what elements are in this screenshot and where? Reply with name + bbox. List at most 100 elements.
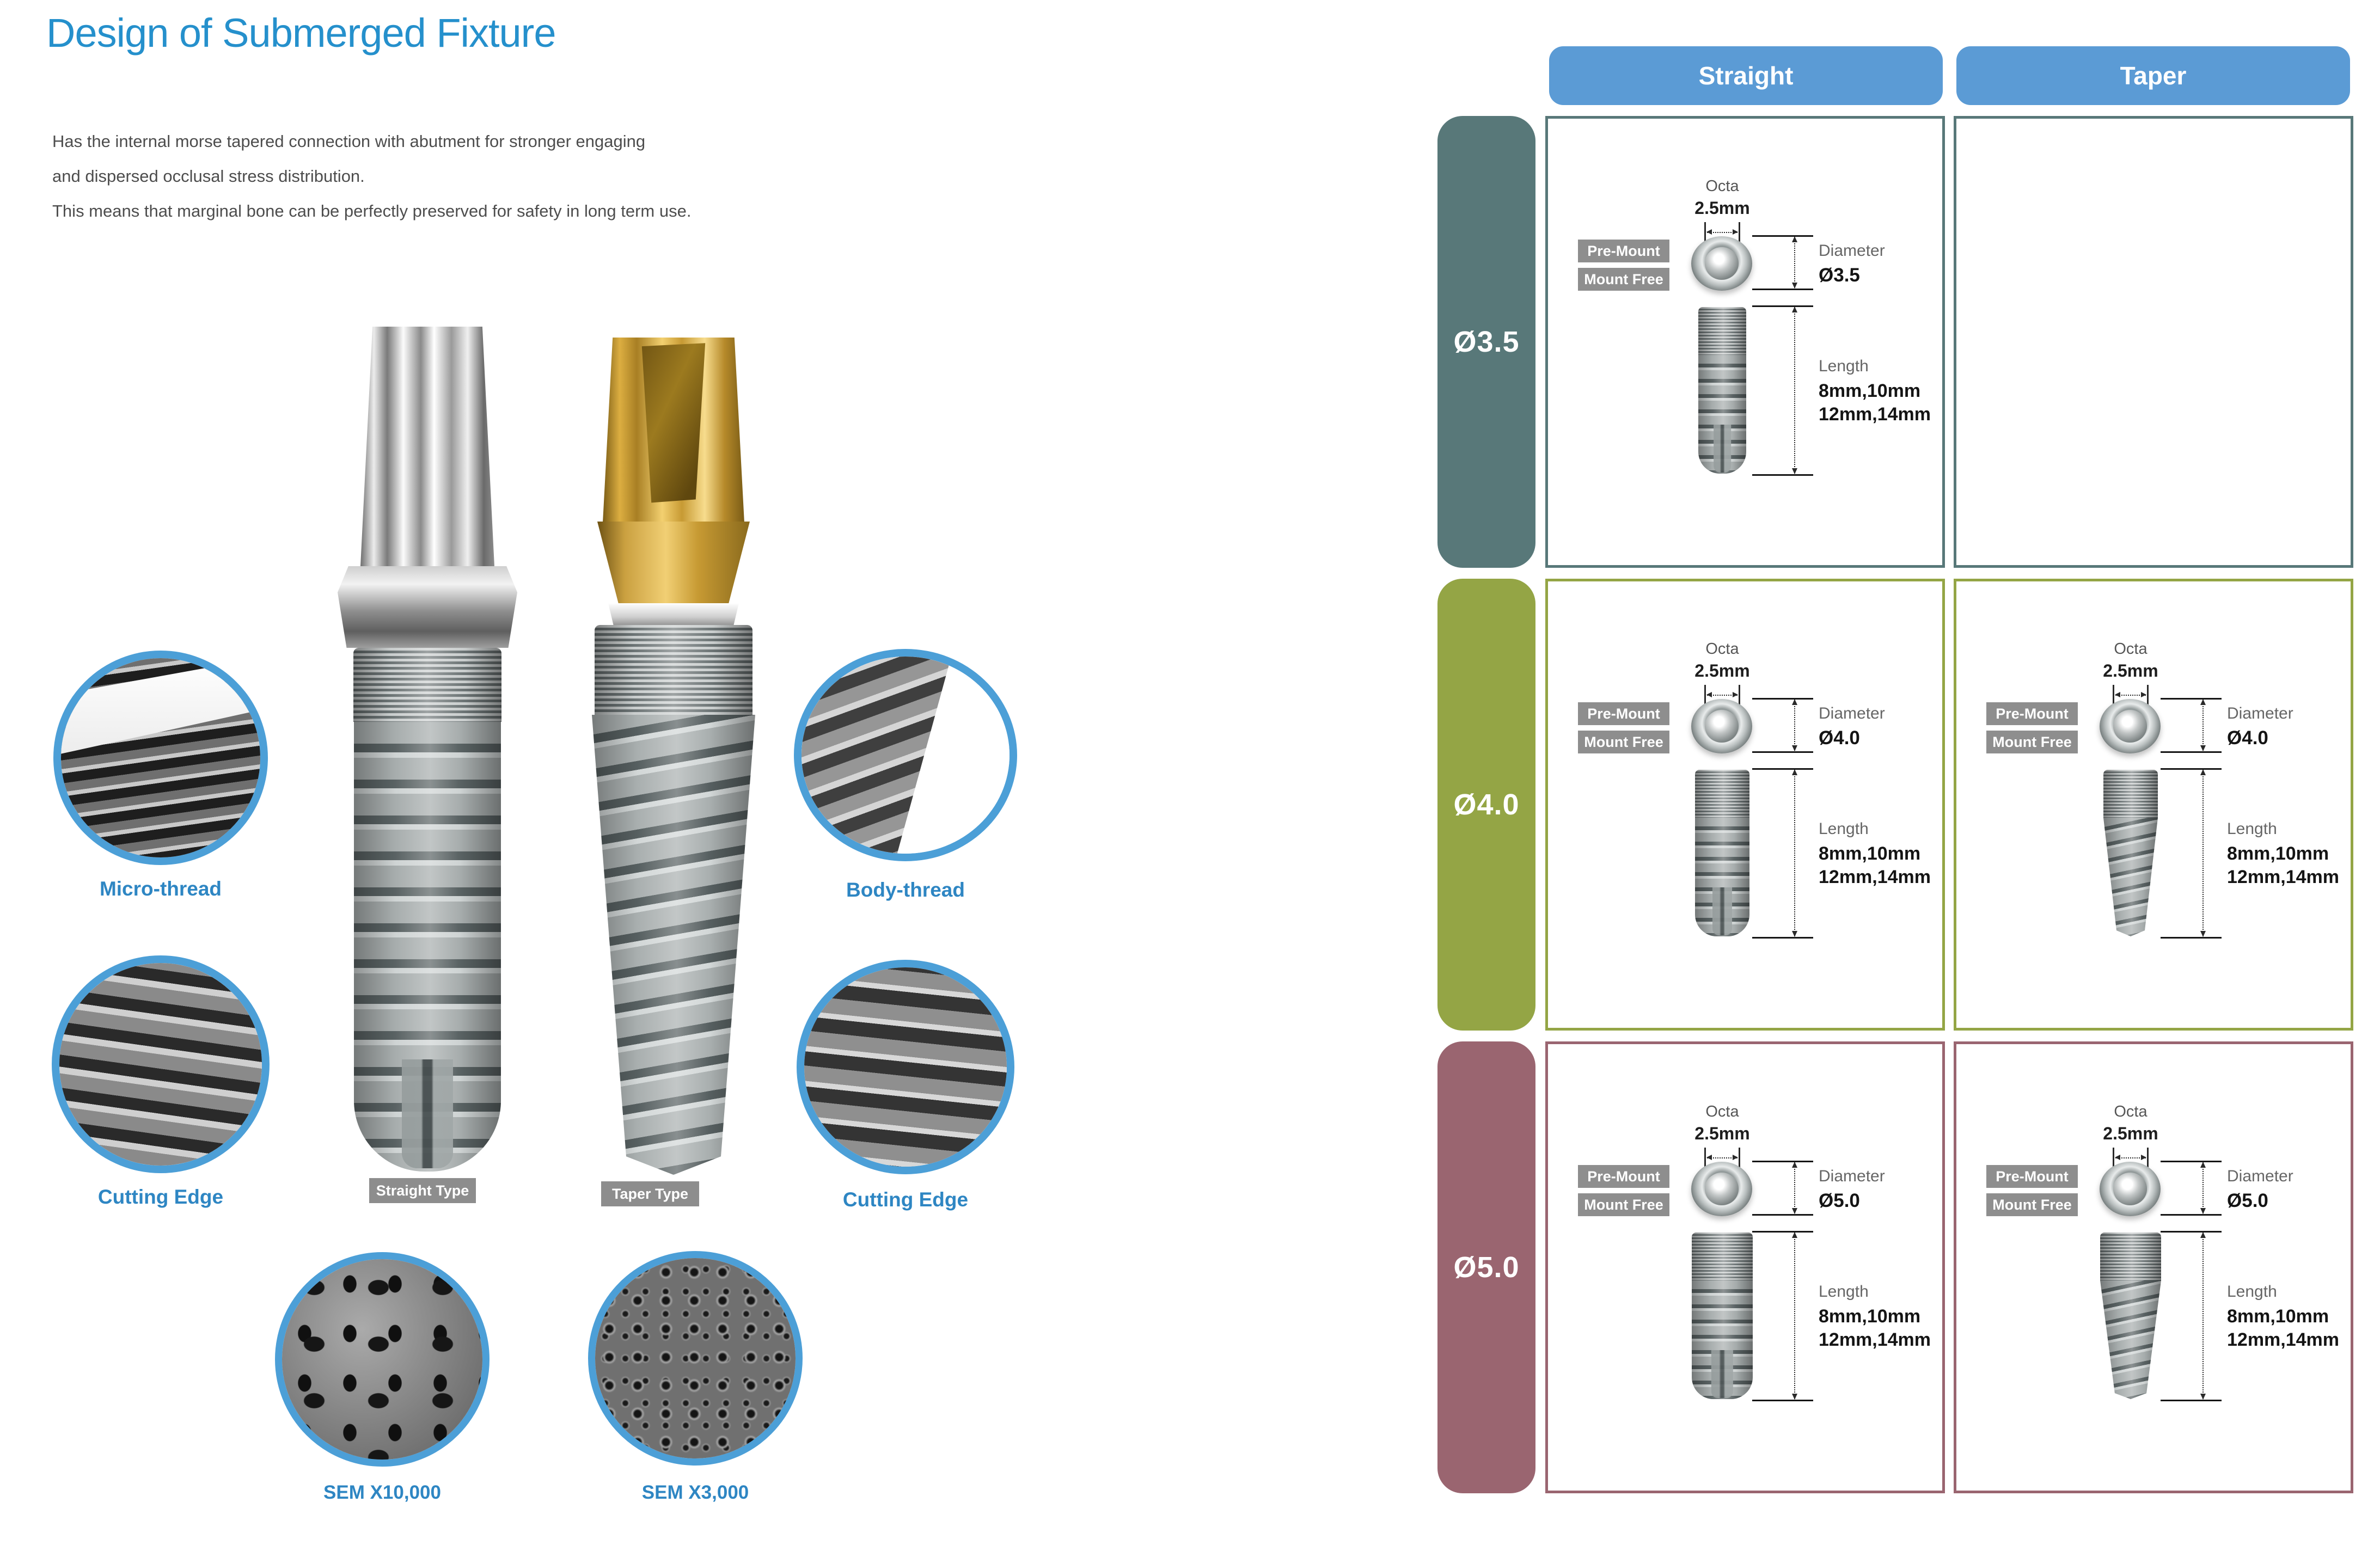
- octa-label: Octa: [1705, 1103, 1739, 1120]
- cell-d35-taper-empty: [1954, 116, 2353, 568]
- implant-top-view-image: [1691, 699, 1752, 753]
- octa-value: 2.5mm: [1694, 661, 1750, 680]
- diameter-label: Diameter: [1819, 704, 1885, 722]
- pre-mount-badge: Pre-Mount: [1986, 702, 2078, 725]
- implant-side-view-image: [2103, 770, 2158, 936]
- cutting-edge-left-closeup-image: [59, 963, 262, 1166]
- body-thread-label: Body-thread: [846, 879, 965, 901]
- diameter-extension-line: [2161, 1161, 2222, 1162]
- fixture-diagram: Octa 2.5mm Pre-Mount Mount Free Diameter…: [1548, 1044, 1942, 1491]
- page-title: Design of Submerged Fixture: [46, 10, 556, 56]
- cutting-edge-right-closeup-image: [804, 967, 1007, 1167]
- length-extension-line: [1752, 305, 1813, 307]
- diameter-value: Ø5.0: [2227, 1190, 2268, 1211]
- column-header-straight: Straight: [1549, 46, 1943, 105]
- description-line: Has the internal morse tapered connectio…: [52, 132, 646, 151]
- taper-implant-abutment-image: [603, 338, 744, 523]
- octa-socket: [1704, 710, 1739, 743]
- sem-x10000-image: [282, 1259, 482, 1460]
- fixture-diagram: Octa 2.5mm Pre-Mount Mount Free Diameter…: [1956, 1044, 2351, 1491]
- length-value-line2: 12mm,14mm: [2227, 867, 2340, 887]
- octa-dimension-arrow: [2113, 1148, 2149, 1167]
- diameter-dimension-arrow: [1792, 699, 1797, 751]
- length-dimension-arrow: [1792, 769, 1797, 937]
- straight-implant-collar-image: [338, 566, 517, 648]
- cell-d50-straight: Octa 2.5mm Pre-Mount Mount Free Diameter…: [1545, 1041, 1945, 1493]
- octa-socket: [2113, 1173, 2147, 1205]
- octa-value: 2.5mm: [2103, 1124, 2158, 1143]
- length-value-line1: 8mm,10mm: [1819, 381, 1921, 401]
- length-extension-line: [1752, 768, 1813, 770]
- mount-free-badge: Mount Free: [1578, 731, 1669, 753]
- sem-x3000-circle: [588, 1251, 803, 1466]
- straight-type-badge: Straight Type: [369, 1178, 476, 1203]
- diameter-dimension-arrow: [2200, 699, 2206, 751]
- octa-dimension-arrow: [2113, 685, 2149, 704]
- octa-label: Octa: [2114, 1103, 2147, 1120]
- octa-value: 2.5mm: [2103, 661, 2158, 680]
- sem-x3000-image: [595, 1258, 796, 1458]
- cell-d40-straight: Octa 2.5mm Pre-Mount Mount Free Diameter…: [1545, 579, 1945, 1031]
- diameter-label: Diameter: [1819, 242, 1885, 260]
- sem-x3000-label: SEM X3,000: [641, 1482, 749, 1503]
- sem-x10000-circle: [275, 1252, 490, 1467]
- diameter-dimension-arrow: [1792, 1162, 1797, 1214]
- length-value-line2: 12mm,14mm: [1819, 1329, 1931, 1350]
- diameter-dimension-arrow: [2200, 1162, 2206, 1214]
- body-thread-closeup-image: [802, 657, 1009, 854]
- implant-side-view-image: [1698, 307, 1746, 474]
- octa-dimension-arrow: [1704, 1148, 1740, 1167]
- length-value-line1: 8mm,10mm: [1819, 1306, 1921, 1327]
- mount-free-badge: Mount Free: [1986, 731, 2078, 753]
- length-label: Length: [1819, 820, 1869, 838]
- diameter-value: Ø3.5: [1819, 265, 1860, 286]
- implant-top-view-image: [1691, 1162, 1752, 1216]
- micro-thread-callout-circle: [53, 651, 268, 865]
- length-value-line1: 8mm,10mm: [2227, 1306, 2329, 1327]
- length-extension-line: [1752, 474, 1813, 476]
- diameter-extension-line: [1752, 289, 1813, 290]
- diameter-value: Ø4.0: [2227, 727, 2268, 749]
- octa-label: Octa: [2114, 640, 2147, 658]
- fixture-spec-table: Straight Taper Ø3.5 Ø4.0 Ø5.0 Octa 2.5mm…: [1437, 46, 2355, 1529]
- cell-d50-taper: Octa 2.5mm Pre-Mount Mount Free Diameter…: [1954, 1041, 2353, 1493]
- taper-implant-collar-image: [597, 522, 750, 604]
- pre-mount-badge: Pre-Mount: [1578, 702, 1669, 725]
- fixture-diagram: Octa 2.5mm Pre-Mount Mount Free Diameter…: [1548, 581, 1942, 1028]
- octa-label: Octa: [1705, 177, 1739, 195]
- cell-d40-taper: Octa 2.5mm Pre-Mount Mount Free Diameter…: [1954, 579, 2353, 1031]
- length-value-line1: 8mm,10mm: [1819, 843, 1921, 864]
- diameter-label: Diameter: [1819, 1167, 1885, 1185]
- octa-label: Octa: [1705, 640, 1739, 658]
- length-extension-line: [2161, 1231, 2222, 1233]
- cutting-edge-left-callout-circle: [52, 955, 270, 1173]
- length-label: Length: [1819, 357, 1869, 375]
- straight-implant-microthread-image: [353, 648, 501, 722]
- length-dimension-arrow: [1792, 1232, 1797, 1400]
- octa-value: 2.5mm: [1694, 198, 1750, 218]
- cutting-edge-notch: [402, 1059, 453, 1168]
- implant-side-view-image: [2100, 1233, 2161, 1399]
- cutting-edge-left-label: Cutting Edge: [97, 1186, 224, 1208]
- row-label-d35: Ø3.5: [1437, 116, 1535, 568]
- fixture-diagram: Octa 2.5mm Pre-Mount Mount Free Diameter…: [1956, 581, 2351, 1028]
- length-label: Length: [2227, 820, 2277, 838]
- diameter-label: Diameter: [2227, 704, 2293, 722]
- diameter-extension-line: [1752, 751, 1813, 753]
- length-extension-line: [2161, 1400, 2222, 1401]
- length-extension-line: [1752, 1231, 1813, 1233]
- octa-socket: [1704, 1173, 1739, 1205]
- row-label-d40: Ø4.0: [1437, 579, 1535, 1031]
- octa-socket: [2113, 710, 2147, 743]
- length-label: Length: [1819, 1283, 1869, 1301]
- mount-free-badge: Mount Free: [1578, 268, 1669, 291]
- pre-mount-badge: Pre-Mount: [1578, 1165, 1669, 1188]
- taper-implant-bevel-image: [608, 603, 739, 626]
- mount-free-badge: Mount Free: [1986, 1193, 2078, 1216]
- length-label: Length: [2227, 1283, 2277, 1301]
- row-label-d50: Ø5.0: [1437, 1041, 1535, 1493]
- implant-side-view-image: [1692, 1233, 1753, 1399]
- octa-value: 2.5mm: [1694, 1124, 1750, 1143]
- octa-socket: [1704, 247, 1739, 280]
